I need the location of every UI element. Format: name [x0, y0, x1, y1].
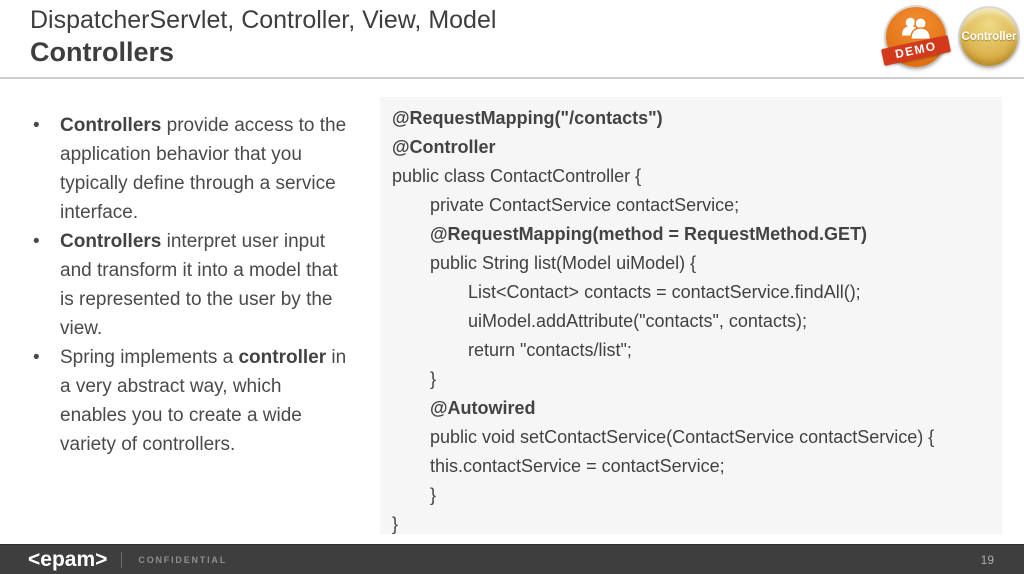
code-line: @Controller	[392, 137, 496, 157]
slide-subtitle: DispatcherServlet, Controller, View, Mod…	[30, 6, 497, 34]
code-line: @Autowired	[430, 398, 536, 418]
confidential-label: CONFIDENTIAL	[138, 554, 227, 565]
slide-footer: <epam> CONFIDENTIAL 19	[0, 544, 1024, 574]
bullet-item: Controllers interpret user input and tra…	[30, 227, 350, 343]
code-line: public String list(Model uiModel) {	[430, 253, 697, 273]
code-line: public class ContactController {	[392, 166, 642, 186]
bullet-text-segment: provide access to the application behavi…	[60, 115, 347, 223]
controller-badge[interactable]: Controller	[960, 8, 1018, 66]
code-line: @RequestMapping(method = RequestMethod.G…	[430, 224, 868, 244]
code-line: uiModel.addAttribute("contacts", contact…	[468, 311, 807, 331]
code-line: }	[430, 369, 437, 389]
controller-badge-label: Controller	[961, 31, 1017, 43]
bullet-text-segment: interpret user input and transform it in…	[60, 231, 338, 339]
bullet-text-segment: controller	[238, 347, 327, 368]
code-line: @RequestMapping("/contacts")	[392, 108, 663, 128]
code-line: return "contacts/list";	[468, 340, 632, 360]
bullet-item: Spring implements a controller in a very…	[30, 343, 350, 459]
bullet-list: Controllers provide access to the applic…	[30, 111, 350, 459]
slide-header: DispatcherServlet, Controller, View, Mod…	[0, 0, 1024, 79]
bullet-text-segment: in a very abstract way, which enables yo…	[60, 347, 347, 455]
epam-logo: <epam>	[28, 547, 108, 571]
page-title: Controllers	[30, 37, 175, 67]
code-line: List<Contact> contacts = contactService.…	[468, 282, 861, 302]
code-line: private ContactService contactService;	[430, 195, 740, 215]
bullet-text-segment: Spring implements a	[60, 347, 239, 368]
people-icon	[902, 17, 932, 40]
bullet-text-segment: Controllers	[60, 231, 162, 252]
bullet-text-segment: Controllers	[60, 115, 162, 136]
code-line: }	[392, 514, 399, 534]
code-block: @RequestMapping("/contacts") @Controller…	[380, 97, 1002, 534]
page-number: 19	[980, 552, 994, 567]
code-line: }	[430, 485, 437, 505]
footer-divider	[121, 551, 123, 568]
code-line: this.contactService = contactService;	[430, 456, 725, 476]
bullet-item: Controllers provide access to the applic…	[30, 111, 350, 227]
code-line: public void setContactService(ContactSer…	[430, 427, 935, 447]
demo-badge[interactable]: DEMO	[880, 7, 952, 67]
